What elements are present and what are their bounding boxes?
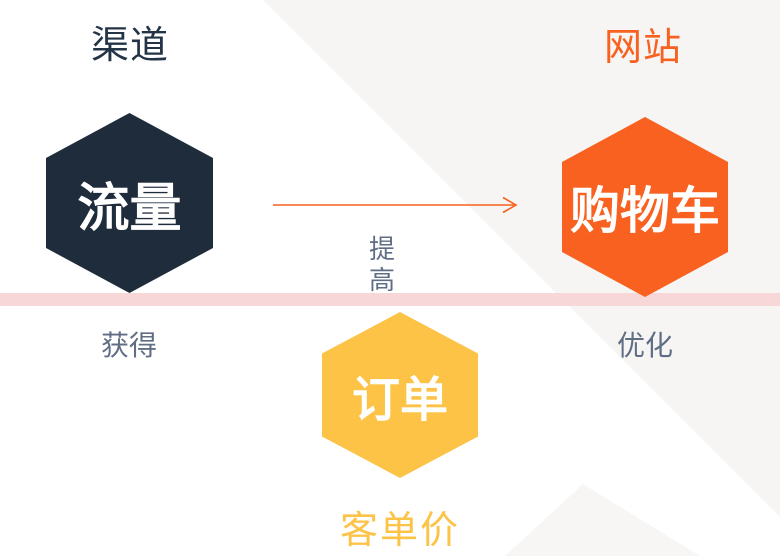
annotation-improve: 提 高	[357, 234, 407, 296]
annotation-optimize: 优化	[616, 331, 673, 362]
label-average-order-value: 客单价	[339, 510, 460, 552]
heading-channel: 渠道	[90, 25, 169, 67]
annotation-improve-line2: 高	[368, 266, 395, 295]
annotation-improve-line1: 提	[368, 235, 395, 264]
hexagon-order	[322, 312, 478, 478]
heading-website: 网站	[603, 27, 682, 69]
pink-divider-band	[0, 293, 780, 306]
hexagon-traffic	[46, 113, 213, 293]
background-corner-triangle	[505, 484, 700, 556]
hexagon-cart	[562, 117, 728, 297]
annotation-acquire: 获得	[100, 331, 157, 362]
arrow-right-icon	[273, 196, 518, 214]
